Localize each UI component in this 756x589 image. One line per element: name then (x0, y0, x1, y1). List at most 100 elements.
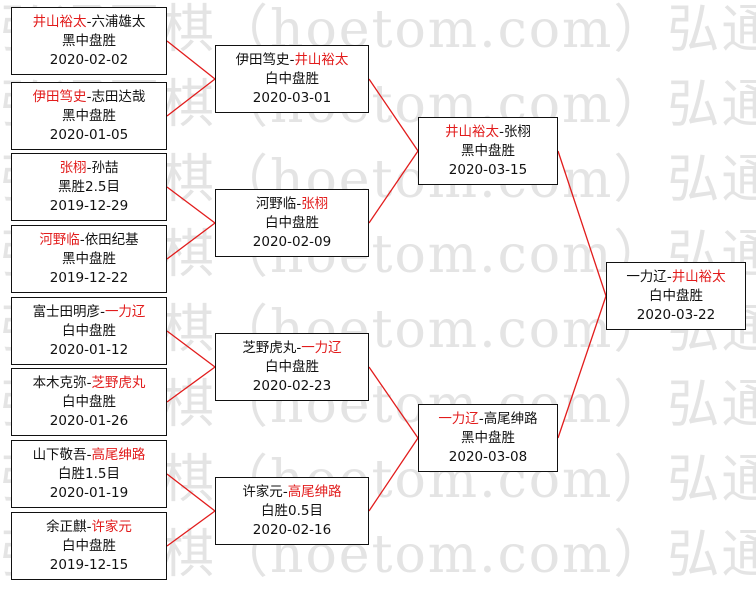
player-one-name: 一力辽 (438, 410, 479, 427)
match-result: 白中盘胜 (265, 358, 319, 375)
connector-r1m3-r2m2 (166, 186, 216, 224)
match-date: 2020-02-23 (252, 377, 332, 394)
connector-r1m4-r2m2 (166, 222, 216, 260)
versus-dash: - (100, 303, 105, 320)
player-one-name: 山下敬吾 (32, 446, 87, 463)
match-result: 白中盘胜 (265, 214, 319, 231)
match-players: 山下敬吾-高尾绅路 (33, 446, 146, 465)
versus-dash: - (499, 123, 504, 140)
match-players: 芝野虎丸-一力辽 (242, 339, 341, 358)
player-two-name: 高尾绅路 (483, 410, 538, 427)
match-result: 黑胜2.5目 (58, 178, 120, 195)
match-players: 河野临-张栩 (256, 195, 328, 214)
versus-dash: - (86, 88, 92, 105)
match-date: 2020-02-09 (252, 233, 332, 250)
versus-dash: - (86, 159, 92, 176)
match-box-r2m3: 芝野虎丸-一力辽白中盘胜 2020-02-23 (215, 333, 369, 401)
connector-r2m3-r3m2 (368, 366, 419, 439)
player-one-name: 芝野虎丸 (242, 339, 297, 356)
match-players: 许家元-高尾绅路 (242, 483, 341, 502)
connector-r2m1-r3m1 (368, 78, 419, 152)
match-date: 2020-01-05 (49, 126, 129, 143)
match-result: 白中盘胜 (62, 537, 116, 554)
match-date: 2019-12-29 (49, 197, 129, 214)
match-players: 富士田明彦-一力辽 (33, 303, 146, 322)
player-two-name: 高尾绅路 (287, 483, 342, 500)
versus-dash: - (86, 13, 92, 30)
versus-dash: - (666, 268, 672, 285)
match-players: 伊田笃史-井山裕太 (236, 51, 349, 70)
player-two-name: 志田达哉 (91, 88, 146, 105)
match-box-r3m1: 井山裕太-张栩黑中盘胜 2020-03-15 (418, 117, 558, 185)
player-one-name: 许家元 (242, 483, 283, 500)
player-two-name: 许家元 (91, 518, 132, 535)
match-box-r2m1: 伊田笃史-井山裕太白中盘胜 2020-03-01 (215, 45, 369, 113)
match-date: 2020-03-22 (636, 306, 716, 323)
match-players: 余正麒-许家元 (46, 518, 132, 537)
match-players: 本木克弥-芝野虎丸 (33, 374, 146, 393)
match-players: 一力辽-井山裕太 (626, 268, 725, 287)
versus-dash: - (86, 518, 92, 535)
match-players: 井山裕太-张栩 (445, 123, 531, 142)
player-one-name: 本木克弥 (32, 374, 87, 391)
match-result: 黑中盘胜 (62, 107, 116, 124)
connector-r1m2-r2m1 (166, 78, 216, 117)
player-one-name: 富士田明彦 (32, 303, 101, 320)
player-two-name: 孙喆 (91, 159, 119, 176)
versus-dash: - (296, 195, 302, 212)
versus-dash: - (86, 374, 92, 391)
player-two-name: 高尾绅路 (91, 446, 146, 463)
player-one-name: 张栩 (59, 159, 87, 176)
player-one-name: 伊田笃史 (235, 51, 290, 68)
match-date: 2019-12-22 (49, 269, 129, 286)
match-box-r2m4: 许家元-高尾绅路白胜0.5目 2020-02-16 (215, 477, 369, 545)
player-two-name: 依田纪基 (84, 231, 139, 248)
versus-dash: - (296, 339, 302, 356)
match-players: 河野临-依田纪基 (39, 231, 138, 250)
connector-r2m4-r3m2 (368, 437, 419, 512)
player-one-name: 河野临 (255, 195, 297, 212)
player-one-name: 余正麒 (46, 518, 87, 535)
player-one-name: 井山裕太 (445, 123, 500, 140)
match-date: 2020-01-12 (49, 341, 129, 358)
match-box-r3m2: 一力辽-高尾绅路黑中盘胜 2020-03-08 (418, 404, 558, 472)
player-two-name: 一力辽 (104, 303, 146, 320)
match-date: 2020-01-26 (49, 412, 129, 429)
match-box-r1m2: 伊田笃史-志田达哉黑中盘胜 2020-01-05 (11, 82, 167, 150)
match-result: 黑中盘胜 (62, 32, 116, 49)
player-two-name: 张栩 (301, 195, 329, 212)
versus-dash: - (289, 51, 295, 68)
match-date: 2019-12-15 (49, 556, 129, 573)
match-date: 2020-01-19 (49, 484, 129, 501)
match-date: 2020-02-16 (252, 521, 332, 538)
match-date: 2020-03-01 (252, 89, 332, 106)
match-result: 黑中盘胜 (461, 429, 515, 446)
match-date: 2020-03-15 (448, 161, 528, 178)
match-players: 伊田笃史-志田达哉 (33, 88, 146, 107)
match-result: 白胜0.5目 (261, 502, 323, 519)
versus-dash: - (478, 410, 484, 427)
match-result: 黑中盘胜 (461, 142, 515, 159)
player-one-name: 一力辽 (626, 268, 667, 285)
connector-r3m2-final (557, 295, 607, 439)
connector-r1m5-r2m3 (166, 330, 216, 368)
match-result: 黑中盘胜 (62, 250, 116, 267)
match-date: 2020-03-08 (448, 448, 528, 465)
connector-r2m2-r3m1 (368, 150, 419, 224)
match-box-r1m4: 河野临-依田纪基黑中盘胜 2019-12-22 (11, 225, 167, 293)
match-result: 白中盘胜 (265, 70, 319, 87)
match-date: 2020-02-02 (49, 51, 129, 68)
connector-r3m1-final (557, 150, 607, 297)
connector-r1m6-r2m3 (166, 366, 216, 403)
player-two-name: 芝野虎丸 (91, 374, 146, 391)
versus-dash: - (79, 231, 85, 248)
connector-r1m7-r2m4 (166, 473, 216, 512)
match-box-r1m3: 张栩-孙喆黑胜2.5目 2019-12-29 (11, 153, 167, 221)
versus-dash: - (86, 446, 92, 463)
